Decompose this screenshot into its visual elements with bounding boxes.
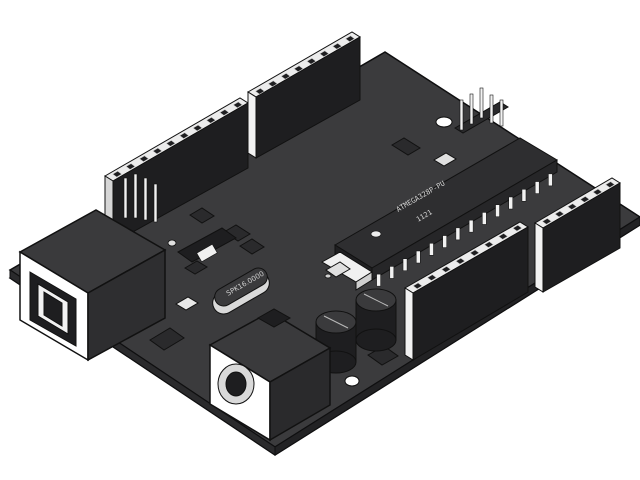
header-socket-hole	[232, 101, 243, 109]
icsp-header-left	[123, 173, 158, 223]
header-socket-hole	[592, 188, 603, 196]
ic-pin	[468, 219, 474, 233]
capacitor-right	[355, 288, 397, 352]
header-socket-hole	[455, 257, 466, 265]
header-socket-hole	[254, 87, 265, 95]
header-top-right	[247, 31, 361, 159]
header-socket-hole	[319, 50, 330, 58]
header-socket-hole	[219, 109, 230, 116]
header-socket-hole	[138, 155, 150, 163]
mounting-hole	[167, 239, 177, 247]
header-socket-hole	[605, 181, 616, 189]
header-socket-hole	[441, 266, 452, 273]
header-socket-hole	[426, 274, 437, 281]
header-socket-hole	[579, 195, 590, 203]
ic-pin	[548, 173, 553, 187]
header-socket-hole	[267, 80, 278, 88]
ic-pin	[508, 196, 513, 210]
header-socket-hole	[345, 35, 356, 43]
mounting-hole	[344, 375, 360, 387]
ic-pin	[495, 204, 500, 217]
header-right-back	[534, 177, 621, 293]
header-socket-hole	[306, 57, 317, 65]
header-socket-hole	[192, 124, 203, 132]
ic-pin	[442, 235, 447, 248]
ic-pin	[402, 258, 408, 271]
header-socket-hole	[498, 233, 509, 240]
header-socket-hole	[412, 282, 423, 290]
header-socket-hole	[280, 72, 291, 80]
header-socket-hole	[293, 65, 304, 73]
header-socket-hole	[112, 170, 123, 178]
header-socket-hole	[152, 147, 163, 155]
smd-components	[149, 137, 457, 366]
header-socket-hole	[483, 241, 494, 248]
microcontroller-chip: ATMEGA328P-PU 1121	[334, 137, 558, 287]
header-socket-hole	[554, 210, 565, 218]
ic-pin	[482, 212, 487, 225]
header-socket-hole	[179, 132, 190, 140]
ic-pin	[429, 243, 434, 256]
header-socket-hole	[205, 116, 217, 124]
ic-pin	[376, 273, 381, 287]
header-socket-hole	[125, 163, 136, 170]
header-socket-hole	[567, 203, 578, 211]
dc-barrel-jack-icon	[208, 308, 332, 442]
mounting-hole	[435, 116, 453, 128]
crystal-oscillator: SPK16.0000	[212, 267, 270, 315]
usb-b-connector-icon	[18, 209, 167, 362]
header-socket-hole	[512, 224, 523, 232]
ic-pin	[389, 266, 395, 279]
mounting-hole	[324, 273, 332, 279]
header-socket-hole	[332, 42, 343, 50]
icsp-header-right	[454, 87, 509, 134]
header-socket-hole	[165, 139, 176, 147]
header-socket-hole	[541, 217, 552, 225]
ic-pin	[521, 189, 527, 202]
ic-pin	[534, 181, 540, 194]
ic-pin	[455, 227, 461, 241]
header-right-front	[404, 221, 529, 361]
ic-pin	[416, 250, 421, 264]
header-socket-hole	[469, 249, 480, 257]
